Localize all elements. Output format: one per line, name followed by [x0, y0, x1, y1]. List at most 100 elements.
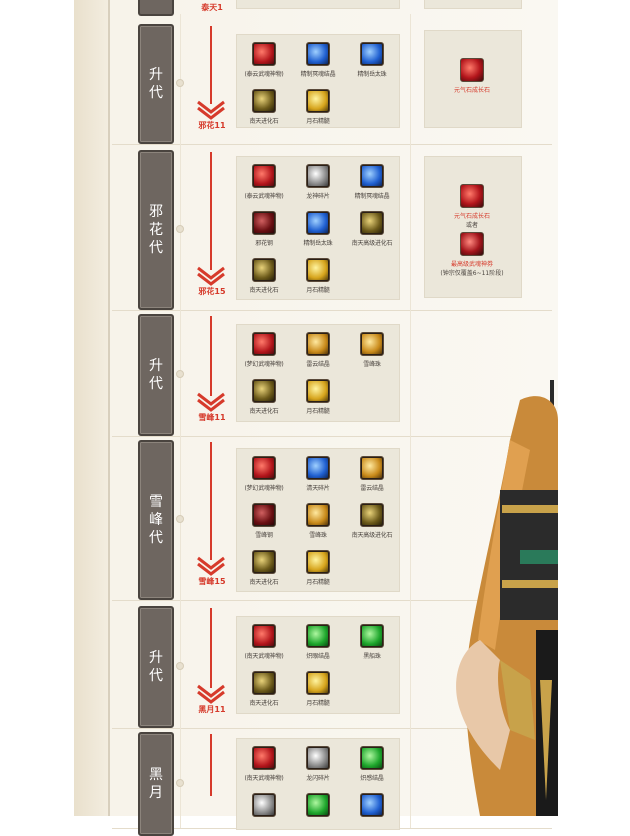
- material-item[interactable]: 月石精髓: [290, 379, 346, 415]
- stage-label-char: 月: [149, 785, 163, 801]
- stage-label-char: 邪: [149, 204, 163, 220]
- material-gem-icon: [306, 793, 330, 817]
- material-item[interactable]: 月石精髓: [290, 550, 346, 586]
- arrow-shaft: [210, 26, 212, 104]
- target-stage-label: 雪峰11: [198, 413, 226, 422]
- material-item[interactable]: 精制岳太珠: [344, 42, 400, 78]
- material-item[interactable]: 雪峰钢: [236, 503, 292, 539]
- rail-divider: [108, 0, 110, 816]
- material-item[interactable]: 清天碎片: [290, 456, 346, 492]
- material-label: 月石精髓: [306, 287, 330, 294]
- material-label: 雪峰珠: [309, 532, 327, 539]
- material-item[interactable]: (梦幻武魂神物): [236, 332, 292, 368]
- material-label: 雷云结晶: [306, 361, 330, 368]
- material-item[interactable]: 精制冥魂结晶: [290, 42, 346, 78]
- arrow-shaft: [210, 734, 212, 796]
- material-label: (泰云武魂神物): [244, 193, 284, 200]
- material-item[interactable]: 龙神碎片: [290, 164, 346, 200]
- material-label: 清天碎片: [306, 485, 330, 492]
- material-gem-icon: [306, 379, 330, 403]
- row-divider: [410, 310, 411, 436]
- material-item[interactable]: 炽眼结晶: [290, 624, 346, 660]
- stage-label-char: 升: [149, 67, 163, 83]
- left-rail: [74, 0, 108, 816]
- material-item[interactable]: (泰云武魂神物): [236, 42, 292, 78]
- stage-label-tab: 升代: [138, 314, 174, 436]
- material-item[interactable]: 月石精髓: [290, 258, 346, 294]
- material-label: 南天高级进化石: [351, 240, 393, 247]
- material-item[interactable]: 龙闪碎片: [290, 746, 346, 782]
- arrow-shaft: [210, 152, 212, 270]
- material-item[interactable]: 雷云结晶: [344, 456, 400, 492]
- material-item[interactable]: 南天进化石: [236, 379, 292, 415]
- stage-label-char: 峰: [149, 512, 163, 528]
- arrow-chevron-icon: [197, 556, 225, 576]
- material-item[interactable]: 月石精髓: [290, 89, 346, 125]
- material-item[interactable]: 邪花钢: [236, 211, 292, 247]
- material-label: 邪花钢: [255, 240, 273, 247]
- material-gem-icon: [252, 89, 276, 113]
- material-gem-icon: [306, 89, 330, 113]
- material-gem-icon: [252, 503, 276, 527]
- material-label: 南天进化石: [249, 700, 279, 707]
- material-item[interactable]: 雷云结晶: [290, 332, 346, 368]
- material-gem-icon: [306, 42, 330, 66]
- material-gem-icon: [306, 550, 330, 574]
- row-divider: [410, 144, 411, 310]
- bonus-label: 元气石成长石: [453, 87, 490, 94]
- evolution-table: 泰天1 升代邪花11(泰云武魂神物)精制冥魂结晶精制岳太珠南天进化石月石精髓元气…: [112, 0, 552, 836]
- material-item[interactable]: (梦幻武魂神物): [236, 456, 292, 492]
- material-label: (梦幻武魂神物): [244, 361, 284, 368]
- stage-label-tab: 邪花代: [138, 150, 174, 310]
- character-artwork: [456, 380, 558, 816]
- upgrade-arrow: [196, 734, 226, 810]
- stage-label-char: 升: [149, 650, 163, 666]
- material-label: 南天进化石: [249, 408, 279, 415]
- bonus-item[interactable]: 最高级武魂神券: [424, 232, 520, 268]
- stage-label-char: 代: [149, 530, 163, 546]
- material-item[interactable]: 黑船珠: [344, 624, 400, 660]
- material-label: 月石精髓: [306, 408, 330, 415]
- bonus-item[interactable]: 元气石成长石: [424, 58, 520, 94]
- material-item[interactable]: 南天进化石: [236, 89, 292, 125]
- bonus-note: 或者: [465, 222, 478, 229]
- row-divider: [410, 728, 411, 828]
- timeline-dot: [176, 662, 184, 670]
- material-item[interactable]: 南天进化石: [236, 258, 292, 294]
- stage-label-tab: 升代: [138, 24, 174, 144]
- material-item[interactable]: 精制冥魂结晶: [344, 164, 400, 200]
- material-label: 炽感结晶: [360, 775, 384, 782]
- bonus-note: (钟宗仅覆盖6~11阶段): [440, 270, 504, 277]
- row-divider: [410, 436, 411, 600]
- material-item[interactable]: 南天进化石: [236, 550, 292, 586]
- arrow-chevron-icon: [197, 392, 225, 412]
- upgrade-arrow: [196, 442, 226, 576]
- material-item[interactable]: 雪峰珠: [344, 332, 400, 368]
- material-label: 雪峰珠: [363, 361, 381, 368]
- material-item[interactable]: (南天武魂神物): [236, 624, 292, 660]
- material-gem-icon: [360, 164, 384, 188]
- material-item[interactable]: 精制岳太珠: [290, 211, 346, 247]
- stage-label-char: 代: [149, 668, 163, 684]
- material-gem-icon: [252, 332, 276, 356]
- material-gem-icon: [252, 624, 276, 648]
- material-label: 精制冥魂结晶: [354, 193, 390, 200]
- material-item[interactable]: (南天武魂神物): [236, 746, 292, 782]
- timeline-dot: [176, 779, 184, 787]
- timeline-dot: [176, 370, 184, 378]
- material-label: 龙闪碎片: [306, 775, 330, 782]
- material-item[interactable]: 雪峰珠: [290, 503, 346, 539]
- arrow-shaft: [210, 316, 212, 396]
- material-item[interactable]: 炽感结晶: [344, 746, 400, 782]
- material-gem-icon: [360, 503, 384, 527]
- material-item[interactable]: 南天高级进化石: [344, 503, 400, 539]
- material-item[interactable]: 南天进化石: [236, 671, 292, 707]
- material-item[interactable]: 月石精髓: [290, 671, 346, 707]
- bonus-item[interactable]: 元气石成长石: [424, 184, 520, 220]
- material-item[interactable]: (泰云武魂神物): [236, 164, 292, 200]
- bonus-panel: [424, 156, 522, 298]
- row-divider: [410, 14, 411, 144]
- material-item[interactable]: 南天高级进化石: [344, 211, 400, 247]
- material-gem-icon: [252, 746, 276, 770]
- material-label: 南天高级进化石: [351, 532, 393, 539]
